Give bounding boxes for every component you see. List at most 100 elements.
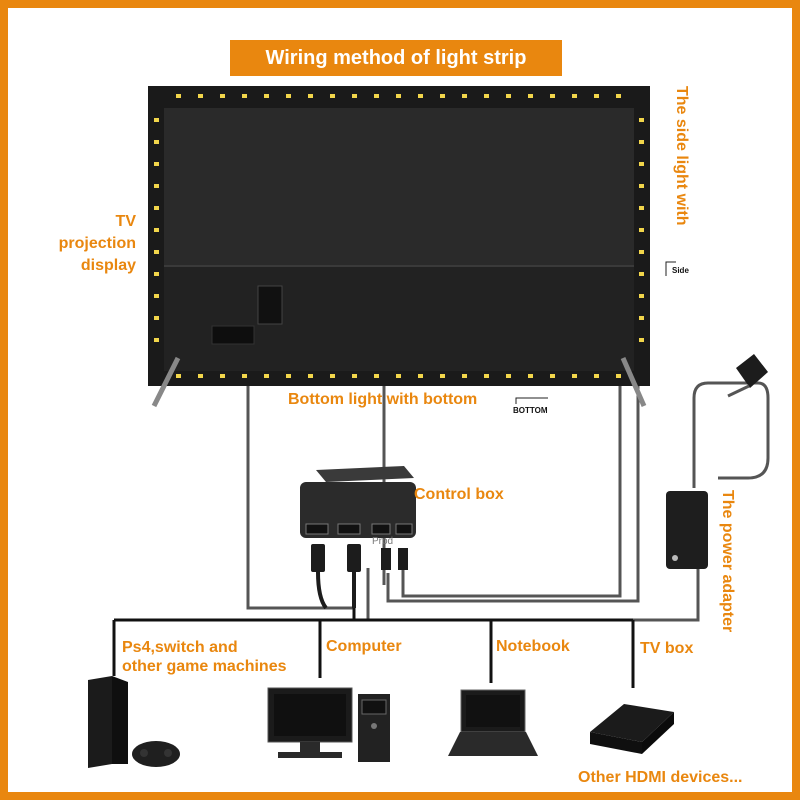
led-dot	[639, 294, 644, 298]
led-dot	[440, 374, 445, 378]
led-dot	[418, 94, 423, 98]
led-dot	[484, 94, 489, 98]
led-dot	[440, 94, 445, 98]
device-bus	[112, 608, 635, 688]
led-dot	[639, 250, 644, 254]
led-dot	[572, 94, 577, 98]
led-dot	[154, 228, 159, 232]
notebook-laptop	[448, 689, 538, 756]
game-controller	[132, 741, 180, 767]
side-marker-label: Side	[672, 266, 689, 275]
led-dot	[639, 140, 644, 144]
power-adapter	[666, 491, 708, 569]
led-dot	[506, 374, 511, 378]
led-dot	[374, 94, 379, 98]
led-dot	[616, 94, 621, 98]
power-plug	[727, 354, 768, 398]
tv-port-panel	[257, 285, 283, 325]
led-dot	[506, 94, 511, 98]
led-dot	[308, 374, 313, 378]
led-dot	[639, 206, 644, 210]
led-dot	[154, 272, 159, 276]
led-dot	[154, 162, 159, 166]
led-dot	[639, 338, 644, 342]
power-wire-2	[366, 568, 700, 622]
led-dot	[154, 250, 159, 254]
led-dot	[308, 94, 313, 98]
led-dot	[176, 374, 181, 378]
tv-label-line1: TV	[115, 213, 136, 230]
led-dot	[352, 374, 357, 378]
side-strip-wire	[401, 376, 622, 598]
led-dot	[154, 316, 159, 320]
led-dot	[462, 94, 467, 98]
led-dot	[550, 94, 555, 98]
led-dot	[286, 374, 291, 378]
power-wire-1	[386, 376, 640, 603]
led-dot	[374, 374, 379, 378]
ps4-label-line2: other game machines	[122, 658, 287, 675]
hdmi-cable-1	[316, 571, 328, 610]
led-dot	[198, 374, 203, 378]
side-light-label: The side light with	[673, 86, 690, 226]
tv-display-label: TV projection display	[38, 211, 136, 277]
device-label-notebook: Notebook	[496, 638, 570, 655]
side-arrow-icon	[665, 261, 676, 276]
desktop-computer	[267, 687, 390, 762]
led-dot	[462, 374, 467, 378]
led-dot	[418, 374, 423, 378]
led-dot	[396, 374, 401, 378]
other-devices-label: Other HDMI devices...	[578, 769, 743, 786]
control-box	[300, 466, 416, 538]
led-dot	[220, 94, 225, 98]
led-dot	[330, 374, 335, 378]
tv-display	[148, 86, 650, 408]
led-dot	[572, 374, 577, 378]
led-dot	[264, 374, 269, 378]
tv-label-line2: projection	[58, 235, 136, 252]
led-dot	[264, 94, 269, 98]
power-adapter-label: The power adapter	[719, 490, 736, 633]
led-dot	[154, 338, 159, 342]
watermark-text: Prod	[372, 536, 394, 547]
led-dot	[639, 118, 644, 122]
title-banner: Wiring method of light strip	[230, 40, 562, 76]
device-label-computer: Computer	[326, 638, 402, 655]
tv-stand-left	[151, 356, 181, 408]
tv-box-device	[590, 704, 674, 754]
device-label-tv-box: TV box	[640, 640, 694, 657]
led-dot	[154, 184, 159, 188]
led-strip	[154, 94, 644, 378]
led-dot	[330, 94, 335, 98]
led-dot	[154, 140, 159, 144]
led-dot	[154, 118, 159, 122]
device-label-ps4: Ps4,switch and other game machines	[122, 638, 287, 676]
led-dot	[639, 272, 644, 276]
led-dot	[396, 94, 401, 98]
controller-block	[211, 325, 255, 345]
led-dot	[154, 294, 159, 298]
tv-rear-panel	[164, 266, 634, 371]
led-dot	[639, 184, 644, 188]
led-dot	[352, 94, 357, 98]
tv-stand-right	[620, 356, 647, 408]
power-adapter-cable	[692, 381, 770, 488]
led-dot	[594, 94, 599, 98]
led-dot	[528, 374, 533, 378]
led-dot	[594, 374, 599, 378]
led-dot	[639, 162, 644, 166]
ps4-label-line1: Ps4,switch and	[122, 639, 238, 656]
bottom-arrow-icon	[515, 397, 548, 404]
ps4-console	[88, 676, 128, 768]
bottom-light-label: Bottom light with bottom	[288, 391, 478, 408]
led-dot	[198, 94, 203, 98]
led-dot	[242, 374, 247, 378]
led-dot	[616, 374, 621, 378]
led-dot	[242, 94, 247, 98]
led-dot	[286, 94, 291, 98]
led-dot	[639, 228, 644, 232]
led-dot	[528, 94, 533, 98]
led-dot	[220, 374, 225, 378]
led-dot	[176, 94, 181, 98]
